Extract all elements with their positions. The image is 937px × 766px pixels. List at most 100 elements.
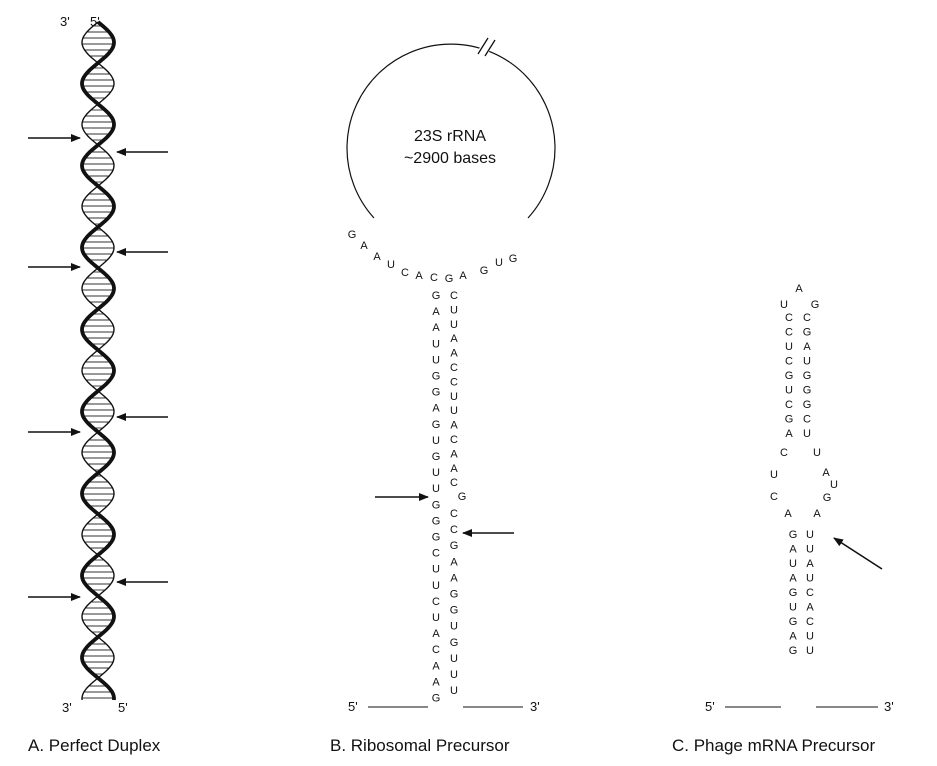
c-stem-nucleotide: C	[785, 327, 793, 339]
b-five-prime-end: 5'	[348, 699, 358, 714]
c-internal-loop-nucleotide: A	[813, 508, 821, 520]
stem-nucleotide: G	[450, 540, 459, 552]
stem-nucleotide: A	[450, 448, 458, 460]
c-stem-nucleotide: G	[803, 399, 812, 411]
stem-nucleotide: A	[432, 322, 440, 334]
b-three-prime-end: 3'	[530, 699, 540, 714]
c-stem-nucleotide: A	[803, 341, 811, 353]
loop-nucleotide: G	[480, 265, 489, 277]
loop-break-mark	[477, 34, 497, 58]
panel-a-caption: A. Perfect Duplex	[28, 736, 161, 755]
panel-c-caption: C. Phage mRNA Precursor	[672, 736, 875, 755]
helix-base-pairs	[82, 25, 114, 699]
stem-nucleotide: C	[450, 376, 458, 388]
stem-nucleotide: G	[432, 532, 441, 544]
stem-nucleotide: G	[432, 387, 441, 399]
c-stem-nucleotide: G	[789, 587, 798, 599]
c-internal-loop-nucleotide: C	[770, 491, 778, 503]
stem-nucleotide: A	[432, 676, 440, 688]
c-loop-apex: A	[795, 283, 803, 295]
stem-nucleotide: C	[450, 508, 458, 520]
loop-nucleotide: U	[387, 259, 395, 271]
c-stem-nucleotide: U	[785, 341, 793, 353]
c-stem-nucleotide: U	[806, 573, 814, 585]
stem-nucleotide: U	[450, 391, 458, 403]
c-stem-nucleotide: U	[803, 428, 811, 440]
c-internal-loop-nucleotide: U	[830, 479, 838, 491]
stem-nucleotide: A	[450, 348, 458, 360]
helix-top-left-end: 3'	[60, 14, 70, 29]
c-internal-loop-nucleotide: A	[822, 467, 830, 479]
stem-nucleotide: U	[432, 354, 440, 366]
stem-nucleotide: A	[450, 463, 458, 475]
stem-nucleotide: U	[432, 483, 440, 495]
c-stem-nucleotide: A	[806, 602, 814, 614]
c-stem-nucleotide: C	[806, 587, 814, 599]
stem-nucleotide: U	[450, 685, 458, 697]
c-internal-loop-nucleotide: C	[780, 447, 788, 459]
stem-nucleotide: G	[432, 499, 441, 511]
helix-top-right-end: 5'	[90, 14, 100, 29]
stem-nucleotide: C	[432, 644, 440, 656]
stem-nucleotide: C	[450, 362, 458, 374]
c-stem-nucleotide: G	[789, 529, 798, 541]
c-stem-nucleotide: G	[803, 385, 812, 397]
c-stem-nucleotide: A	[789, 573, 797, 585]
stem-nucleotide: U	[432, 612, 440, 624]
c-stem-nucleotide: G	[785, 370, 794, 382]
c-stem-nucleotide: G	[789, 616, 798, 628]
stem-nucleotide: U	[450, 304, 458, 316]
stem-nucleotide: U	[450, 653, 458, 665]
stem-nucleotide: G	[432, 515, 441, 527]
c-stem-nucleotide: A	[789, 631, 797, 643]
stem-nucleotide: U	[450, 405, 458, 417]
rrna-loop-outline	[346, 43, 556, 219]
c-stem-nucleotide: C	[785, 312, 793, 324]
loop-nucleotide: A	[373, 251, 381, 263]
c-stem-nucleotide: A	[785, 428, 793, 440]
c-stem-nucleotide: U	[803, 356, 811, 368]
panel-a-perfect-duplex: 3' 5' 3' 5' A. Perfect Duplex	[28, 14, 168, 755]
c-three-prime-end: 3'	[884, 699, 894, 714]
stem-nucleotide: C	[432, 596, 440, 608]
stem-nucleotide: G	[432, 419, 441, 431]
c-stem-nucleotide: A	[789, 544, 797, 556]
c-stem-nucleotide: U	[789, 602, 797, 614]
c-internal-loop-nucleotide: A	[784, 508, 792, 520]
stem-nucleotide: G	[450, 637, 459, 649]
loop-nucleotide: U	[495, 257, 503, 269]
loop-nucleotide: C	[401, 267, 409, 279]
stem-nucleotide: U	[432, 564, 440, 576]
panel-b-caption: B. Ribosomal Precursor	[330, 736, 510, 755]
c-stem-nucleotide: U	[806, 631, 814, 643]
c-loop-right: G	[811, 299, 820, 311]
c-stem-nucleotide: U	[806, 645, 814, 657]
stem-nucleotide: C	[432, 548, 440, 560]
helix-strand-thick	[80, 20, 116, 701]
c-stem-nucleotide: A	[806, 558, 814, 570]
stem-nucleotide: U	[450, 621, 458, 633]
c-stem-nucleotide: G	[785, 414, 794, 426]
stem-nucleotide: A	[450, 572, 458, 584]
c-stem-nucleotide: C	[803, 414, 811, 426]
loop-title: 23S rRNA	[414, 128, 486, 145]
stem-nucleotide: G	[450, 589, 459, 601]
c-stem-nucleotide: U	[789, 558, 797, 570]
c-internal-loop-nucleotide: U	[813, 447, 821, 459]
stem-nucleotide: A	[450, 556, 458, 568]
stem-nucleotide: G	[432, 371, 441, 383]
c-stem-nucleotide: C	[806, 616, 814, 628]
loop-nucleotide: A	[360, 240, 368, 252]
helix-bottom-right-end: 5'	[118, 700, 128, 715]
c-loop-left: U	[780, 299, 788, 311]
loop-nucleotide: G	[348, 229, 357, 241]
cleavage-arrow-c	[833, 537, 883, 570]
c-five-prime-end: 5'	[705, 699, 715, 714]
stem-nucleotide: G	[432, 290, 441, 302]
